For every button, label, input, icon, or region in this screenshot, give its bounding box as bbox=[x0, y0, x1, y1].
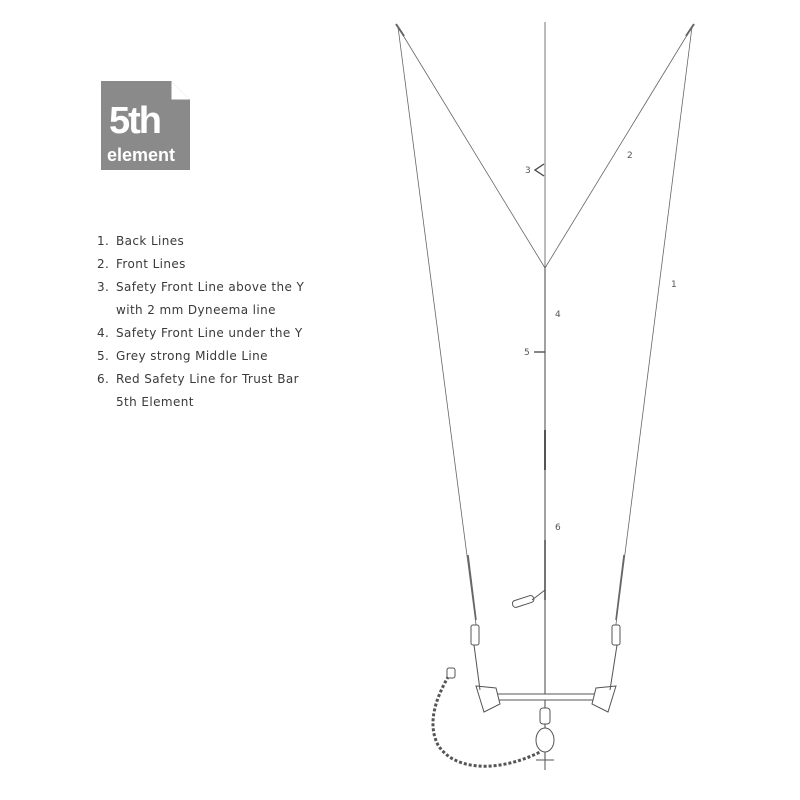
logo-word: element bbox=[107, 145, 175, 165]
chicken-loop bbox=[535, 707, 555, 770]
legend-item-safety-under-y: 4.Safety Front Line under the Y bbox=[97, 326, 303, 340]
label-back-lines: 1 bbox=[671, 280, 677, 290]
control-bar bbox=[470, 624, 621, 713]
legend-item-back-lines: 1.Back Lines bbox=[97, 234, 185, 248]
depower-stopper bbox=[511, 589, 546, 608]
marker-arrow-3 bbox=[533, 163, 545, 177]
label-front-lines: 2 bbox=[627, 151, 633, 161]
label-middle-line: 5 bbox=[524, 348, 530, 358]
back-line-right bbox=[613, 26, 693, 641]
parts-legend: 1.Back Lines 2.Front Lines 3.Safety Fron… bbox=[97, 230, 304, 414]
front-line-left bbox=[397, 26, 546, 269]
label-safety-above-y: 3 bbox=[525, 166, 531, 176]
back-line-left bbox=[397, 26, 479, 641]
legend-item-middle-line: 5.Grey strong Middle Line bbox=[97, 349, 268, 363]
5th-element-logo: 5th element bbox=[101, 81, 190, 170]
label-safety-under-y: 4 bbox=[555, 310, 561, 320]
legend-item-safety-above-y: 3.Safety Front Line above the Y with 2 m… bbox=[97, 280, 305, 317]
logo-number: 5th bbox=[109, 100, 160, 142]
safety-leash bbox=[431, 671, 541, 768]
front-line-right bbox=[544, 26, 693, 269]
legend-item-red-safety: 6.Red Safety Line for Trust Bar 5th Elem… bbox=[97, 372, 299, 409]
label-red-safety: 6 bbox=[555, 523, 561, 533]
legend-item-front-lines: 2.Front Lines bbox=[97, 257, 186, 271]
